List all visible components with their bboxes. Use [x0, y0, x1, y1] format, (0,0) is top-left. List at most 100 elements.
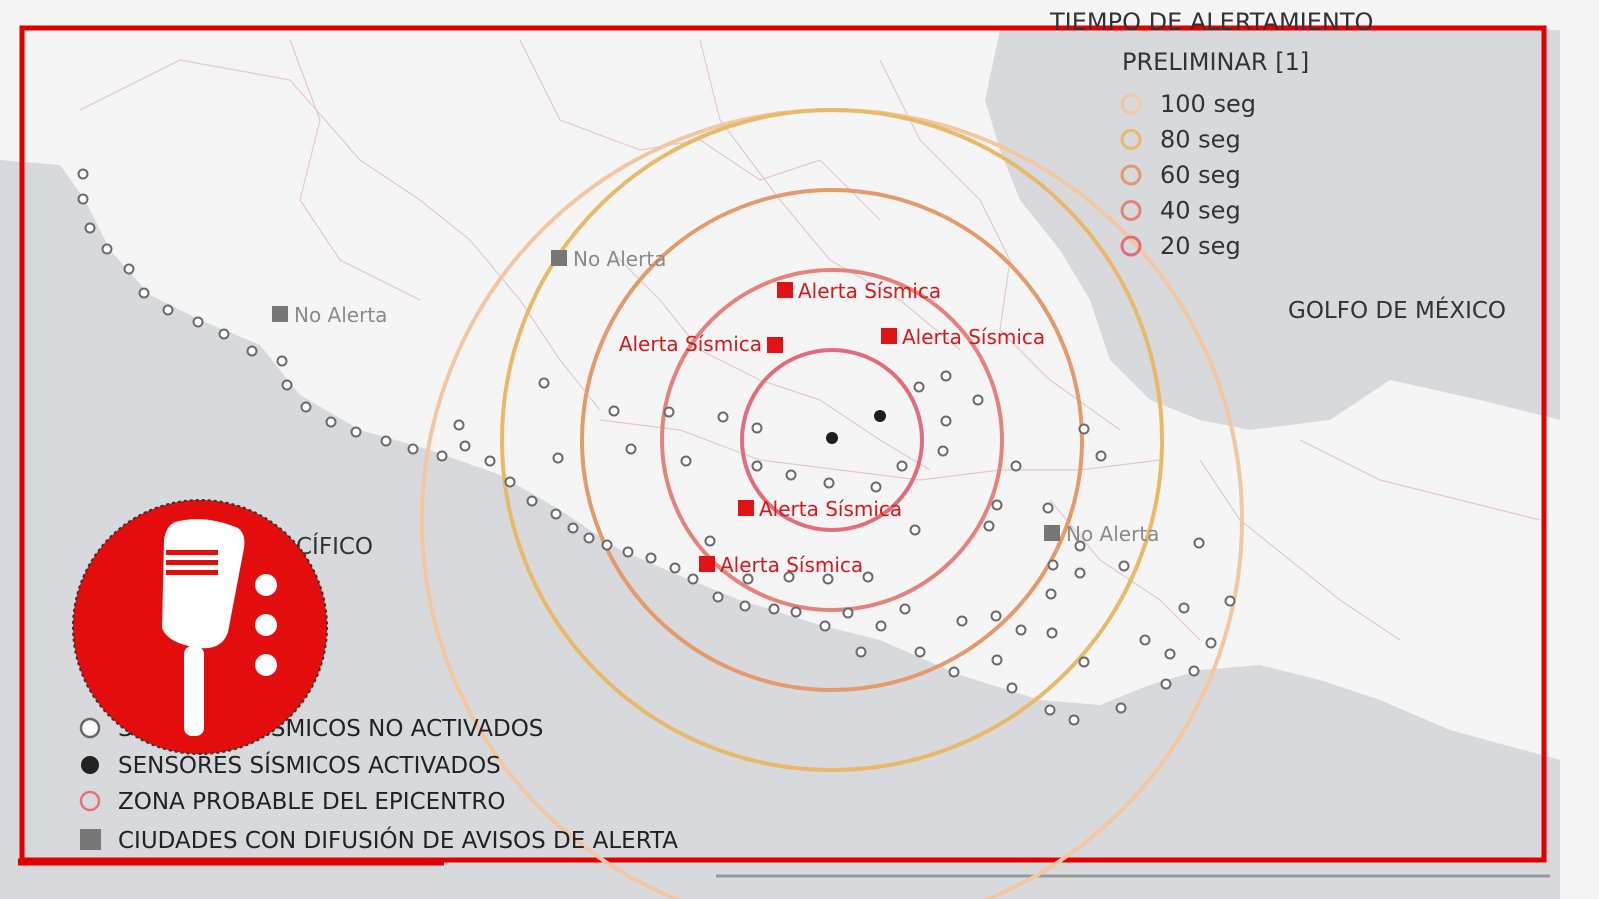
alert-rings	[420, 108, 1244, 899]
sensor-inactive	[663, 406, 675, 418]
sensor-inactive	[453, 419, 465, 431]
sensor-inactive	[601, 539, 613, 551]
sensor-inactive	[983, 520, 995, 532]
pacific-label: CÍFICO	[296, 532, 373, 560]
sensor-inactive	[484, 455, 496, 467]
sensor-inactive	[875, 620, 887, 632]
sensor-inactive	[504, 476, 516, 488]
sensor-inactive	[162, 304, 174, 316]
city-label: Alerta Sísmica	[798, 279, 941, 303]
alert-city-marker	[881, 328, 897, 344]
sensor-inactive	[940, 370, 952, 382]
sensor-inactive	[1010, 460, 1022, 472]
sensor-inactive	[909, 524, 921, 536]
sensor-inactive	[783, 571, 795, 583]
alert-city-marker	[699, 556, 715, 572]
city-label: Alerta Sísmica	[720, 553, 863, 577]
sensor-inactive	[940, 415, 952, 427]
time-ring-icon	[1120, 235, 1142, 257]
sensor-inactive	[862, 571, 874, 583]
pacific-sea	[0, 160, 1560, 899]
sensor-inactive	[1160, 678, 1172, 690]
alert-ring	[740, 348, 924, 532]
sensor-inactive	[956, 615, 968, 627]
time-legend: TIEMPO DE ALERTAMIENTO PRELIMINAR [1] 10…	[1049, 8, 1373, 260]
microphone-icon	[162, 519, 277, 736]
time-ring-label: 20 seg	[1160, 232, 1241, 260]
time-ring-label: 80 seg	[1160, 126, 1241, 154]
no-alert-city-marker	[1044, 525, 1060, 541]
alert-city-marker	[767, 337, 783, 353]
sensor-inactive	[712, 591, 724, 603]
microphone-badge	[72, 499, 328, 755]
sensor-inactive	[991, 499, 1003, 511]
time-ring-icon	[1120, 200, 1142, 221]
sensor-inactive	[567, 522, 579, 534]
sensor-inactive	[870, 481, 882, 493]
time-ring-icon	[1120, 93, 1142, 115]
sensor-inactive	[717, 411, 729, 423]
time-ring-label: 60 seg	[1160, 161, 1241, 189]
sensor-inactive	[550, 508, 562, 520]
sensor-inactive	[687, 573, 699, 585]
time-ring-icon	[1120, 164, 1142, 186]
sensor-inactive	[1118, 560, 1130, 572]
sensor-inactive	[625, 443, 637, 455]
sensor-inactive	[751, 460, 763, 472]
state-borders	[79, 39, 1541, 641]
sensor-inactive	[138, 287, 150, 299]
time-ring-icon	[1120, 129, 1142, 150]
sensor-inactive	[218, 328, 230, 340]
gray-square-icon	[80, 829, 101, 850]
sensor-inactive	[583, 532, 595, 544]
city-label: No Alerta	[573, 247, 666, 271]
legend-item-label: SENSORES SÍSMICOS ACTIVADOS	[118, 751, 501, 779]
sensor-inactive	[948, 666, 960, 678]
sensor-inactive	[1015, 624, 1027, 636]
sensor-inactive	[281, 379, 293, 391]
sensor-inactive	[1139, 634, 1151, 646]
sensor-active	[874, 410, 886, 422]
sensor-inactive	[526, 495, 538, 507]
sensor-inactive	[1074, 540, 1086, 552]
sensor-inactive	[914, 646, 926, 658]
sensor-inactive	[1006, 682, 1018, 694]
sensor-inactive	[459, 440, 471, 452]
city-label: Alerta Sísmica	[619, 332, 762, 356]
sensor-inactive	[785, 469, 797, 481]
sensor-inactive	[77, 193, 89, 205]
sensor-inactive	[552, 452, 564, 464]
sensor-inactive	[913, 381, 925, 393]
sensor-inactive	[669, 562, 681, 574]
time-legend-title-2: PRELIMINAR [1]	[1122, 48, 1309, 76]
sensor-inactive	[704, 535, 716, 547]
sensor-inactive	[1193, 537, 1205, 549]
sensor-inactive	[855, 646, 867, 658]
sensor-inactive	[991, 654, 1003, 666]
sensor-inactive	[101, 243, 113, 255]
map-frame	[19, 25, 1547, 863]
alert-ring	[500, 108, 1164, 772]
sensor-inactive	[1115, 702, 1127, 714]
city-label: Alerta Sísmica	[902, 325, 1045, 349]
sensor-inactive	[1042, 502, 1054, 514]
time-ring-label: 100 seg	[1160, 90, 1256, 118]
gulf-label: GOLFO DE MÉXICO	[1288, 296, 1506, 324]
sensor-inactive	[436, 450, 448, 462]
sensor-inactive	[842, 607, 854, 619]
sensor-inactive	[1044, 704, 1056, 716]
sensor-inactive	[1224, 595, 1236, 607]
sensor-inactive	[608, 405, 620, 417]
sensor-inactive	[1164, 648, 1176, 660]
sensor-inactive	[1046, 627, 1058, 639]
open-circle-icon	[79, 717, 101, 739]
alert-city-marker	[777, 282, 793, 298]
legend-item-label: CIUDADES CON DIFUSIÓN DE AVISOS DE ALERT…	[118, 826, 678, 854]
sensor-inactive	[622, 546, 634, 558]
sensor-inactive	[276, 355, 288, 367]
sensor-inactive	[822, 573, 834, 585]
sensor-inactive	[1068, 714, 1080, 726]
sensor-inactive	[1045, 588, 1057, 600]
sensor-inactive	[768, 603, 780, 615]
